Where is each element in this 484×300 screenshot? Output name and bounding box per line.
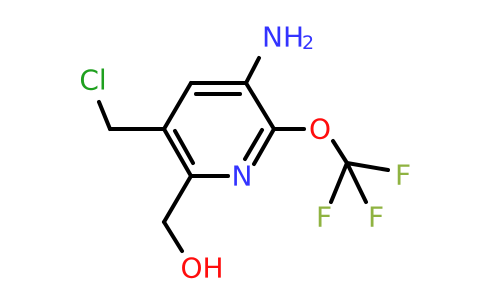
- amino-subscript: 2: [302, 32, 314, 54]
- bond-c3-c2: [244, 81, 276, 131]
- bond-c5-c4: [162, 81, 193, 131]
- ring-nitrogen-label: N: [232, 160, 253, 193]
- amino-label: NH: [262, 21, 304, 54]
- bond-c2-n1: [252, 127, 276, 166]
- bond-c6-c5-inner: [173, 129, 195, 165]
- bond-ch2-cl: [97, 100, 112, 131]
- fluorine-left-label: F: [316, 201, 332, 234]
- chlorine-label: Cl: [79, 64, 106, 97]
- ether-oxygen-label: O: [309, 113, 331, 146]
- bond-cf3-f-top: [345, 161, 390, 172]
- fluorine-top-label: F: [395, 159, 411, 192]
- fluorine-bottom-label: F: [368, 201, 384, 234]
- bond-c6-c5: [162, 127, 193, 178]
- hydroxyl-label: OH: [180, 252, 223, 285]
- bond-ch2-oh: [162, 220, 184, 253]
- bond-c2-n1-inner: [243, 128, 264, 161]
- bond-c6-ch2oh: [162, 174, 193, 224]
- bond-cf3-f-left: [329, 161, 349, 204]
- bond-cf3-f-bottom: [345, 161, 368, 204]
- bond-o-cf3: [331, 139, 349, 165]
- bond-c3-nh2: [244, 56, 261, 85]
